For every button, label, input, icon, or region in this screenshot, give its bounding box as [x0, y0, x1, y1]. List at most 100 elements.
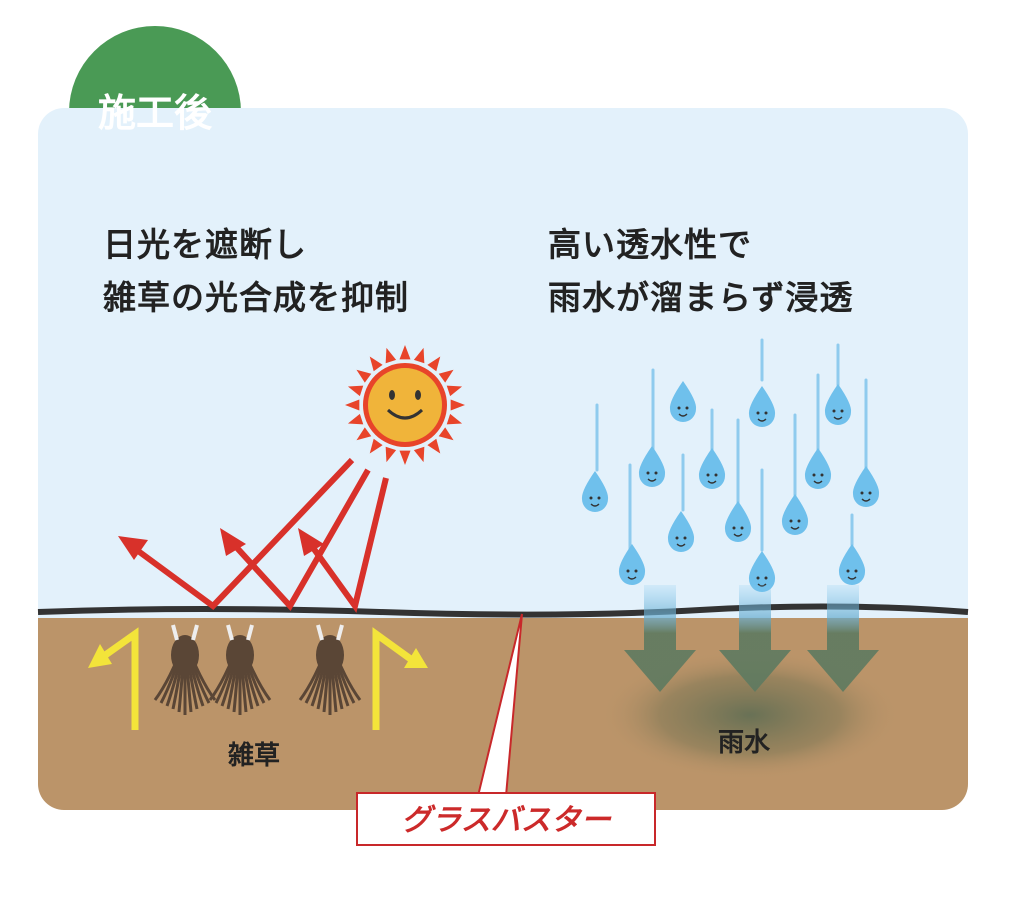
sun-ray	[356, 369, 372, 383]
drop-smile	[707, 480, 717, 484]
drop-body	[748, 551, 776, 592]
sunlight-blocking-heading: 日光を遮断し 雑草の光合成を抑制	[103, 218, 409, 324]
arrowhead	[118, 536, 148, 560]
drop-eye	[732, 526, 736, 530]
drop-smile	[678, 413, 688, 417]
sun-eye	[389, 390, 395, 400]
arrowhead	[404, 648, 428, 668]
drop-body	[698, 448, 726, 489]
drop-eye	[832, 409, 836, 413]
drop-eye	[797, 519, 801, 523]
weed-sprout	[171, 624, 199, 641]
drop-eye	[789, 519, 793, 523]
sun-ray	[413, 446, 425, 463]
sun-ray	[385, 446, 397, 463]
permeability-heading: 高い透水性で 雨水が溜まらず浸透	[548, 218, 853, 324]
raindrop-icon	[748, 386, 776, 427]
drop-eye	[854, 569, 858, 573]
drop-body	[581, 471, 609, 512]
drop-eye	[756, 411, 760, 415]
drop-smile	[847, 576, 857, 580]
drop-body	[669, 381, 697, 422]
drop-eye	[626, 569, 630, 573]
drop-eye	[685, 406, 689, 410]
drop-eye	[840, 409, 844, 413]
sun-ray	[345, 399, 360, 411]
heading-line: 雑草の光合成を抑制	[103, 278, 409, 317]
reflected-sunlight-arrows	[128, 457, 389, 614]
sky-background	[38, 108, 968, 618]
sun-ray	[438, 369, 454, 383]
raindrop-icon	[698, 448, 726, 489]
weed-body	[171, 635, 199, 675]
drop-body	[748, 386, 776, 427]
raindrop-icon	[824, 384, 852, 425]
raindrop-icon	[669, 381, 697, 422]
drop-eye	[589, 496, 593, 500]
drop-eye	[868, 491, 872, 495]
sun-ray	[399, 345, 411, 360]
sun-ray	[446, 413, 463, 425]
raindrop-icon	[781, 494, 809, 535]
weed-body	[316, 635, 344, 675]
arrowhead	[298, 528, 324, 556]
raindrop-icon	[667, 511, 695, 552]
weeds-label: 雑草	[228, 741, 281, 771]
infiltration-arrow	[719, 585, 791, 692]
drop-body	[838, 544, 866, 585]
drop-eye	[597, 496, 601, 500]
drop-body	[852, 466, 880, 507]
weed-sprout	[226, 624, 254, 641]
raindrop-icon	[638, 446, 666, 487]
sun-ray	[347, 385, 364, 397]
drop-eye	[675, 536, 679, 540]
product-name-label: グラスバスター	[356, 792, 656, 846]
drop-eye	[820, 473, 824, 477]
drop-eye	[634, 569, 638, 573]
drop-smile	[790, 526, 800, 530]
drop-eye	[740, 526, 744, 530]
drop-eye	[860, 491, 864, 495]
drop-body	[724, 501, 752, 542]
sun-ray	[356, 427, 372, 441]
sun-icon	[345, 345, 465, 465]
drop-smile	[757, 418, 767, 422]
weed-icon	[298, 624, 362, 715]
sun-ray	[347, 413, 364, 425]
drop-body	[824, 384, 852, 425]
arrowhead	[88, 644, 112, 668]
drop-eye	[646, 471, 650, 475]
weed-sprout	[316, 624, 344, 641]
sun-face	[368, 368, 442, 442]
raindrop-icon	[838, 544, 866, 585]
sun-smile	[386, 408, 424, 420]
sun-ray	[399, 450, 411, 465]
drop-eye	[846, 569, 850, 573]
drop-eye	[812, 473, 816, 477]
sun-ray	[438, 427, 454, 441]
drop-eye	[677, 406, 681, 410]
sun-ray	[369, 438, 383, 454]
infiltration-arrow	[807, 585, 879, 692]
sun-eye	[415, 390, 421, 400]
drop-smile	[676, 543, 686, 547]
drop-body	[781, 494, 809, 535]
raindrop-icon	[724, 501, 752, 542]
drop-smile	[833, 416, 843, 420]
drop-smile	[627, 576, 637, 580]
drop-smile	[733, 533, 743, 537]
arrowhead	[220, 528, 246, 556]
heading-line: 高い透水性で	[548, 225, 752, 264]
sun-ray	[446, 385, 463, 397]
drop-eye	[764, 411, 768, 415]
sun-ray	[385, 347, 397, 364]
drop-eye	[714, 473, 718, 477]
absorbed-rainwater	[600, 650, 900, 780]
after-construction-badge: 施工後	[97, 91, 212, 135]
drop-smile	[647, 478, 657, 482]
drop-eye	[764, 576, 768, 580]
heading-line: 日光を遮断し	[103, 225, 307, 264]
weed-icon	[153, 624, 217, 715]
sun-ray	[427, 438, 441, 454]
